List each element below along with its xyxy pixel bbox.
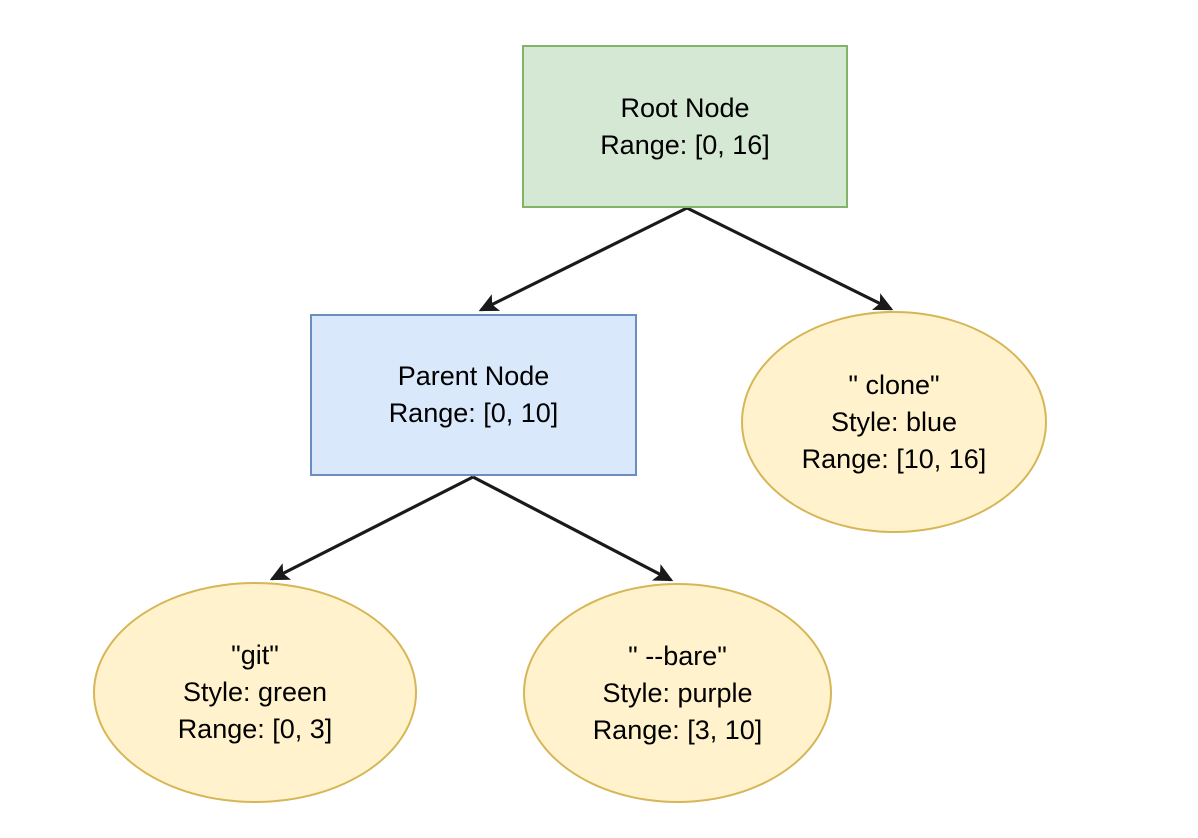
edge-parent-to-git — [269, 475, 474, 581]
node-root-node[interactable]: Root Node Range: [0, 16] — [522, 45, 848, 208]
node-git-line-2: Style: green — [182, 677, 328, 707]
node-token-clone[interactable]: " clone" Style: blue Range: [10, 16] — [741, 311, 1047, 533]
node-token-bare[interactable]: " --bare" Style: purple Range: [3, 10] — [523, 583, 832, 803]
node-bare-line-2: Style: purple — [602, 677, 753, 708]
node-clone-line-1: " clone" — [848, 369, 940, 400]
node-parent-line-2: Range: [0, 10] — [388, 398, 559, 428]
node-parent-line-1: Parent Node — [397, 361, 550, 391]
node-token-git[interactable]: "git" Style: green Range: [0, 3] — [93, 582, 417, 803]
node-bare-line-1: " --bare" — [628, 640, 727, 671]
edge-root-to-clone — [686, 206, 894, 311]
node-bare-line-3: Range: [3, 10] — [592, 714, 763, 745]
node-git-line-1: "git" — [231, 640, 279, 670]
edge-root-to-parent — [478, 206, 688, 312]
node-root-line-2: Range: [0, 16] — [600, 129, 770, 160]
node-git-line-3: Range: [0, 3] — [177, 714, 333, 744]
node-clone-line-2: Style: blue — [830, 406, 958, 437]
node-root-line-1: Root Node — [620, 92, 750, 123]
node-clone-line-3: Range: [10, 16] — [801, 443, 987, 474]
edge-parent-to-bare — [472, 475, 674, 582]
node-parent-node[interactable]: Parent Node Range: [0, 10] — [310, 314, 637, 476]
